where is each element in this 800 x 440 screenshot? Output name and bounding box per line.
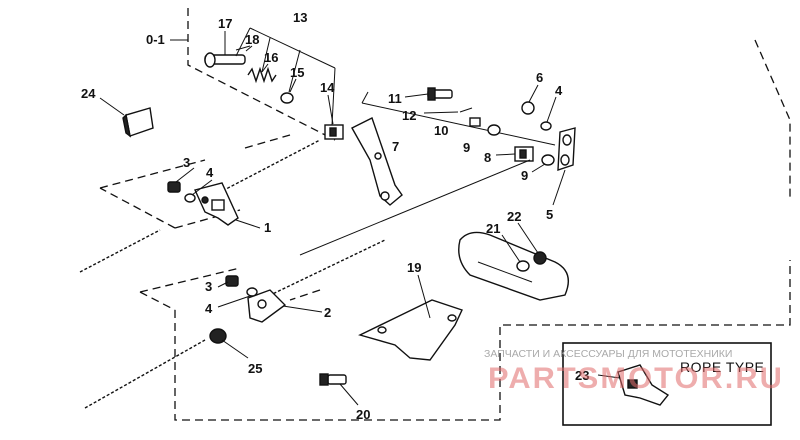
lever-7	[351, 117, 403, 206]
bolt-3a	[167, 181, 181, 193]
washer-9b	[541, 154, 555, 166]
spring-16	[247, 66, 277, 84]
washer-4b	[246, 287, 258, 297]
callout-18: 18	[245, 32, 259, 47]
callout-15: 15	[290, 65, 304, 80]
callout-24: 24	[81, 86, 96, 101]
washer-21	[516, 260, 530, 272]
callout-16: 16	[264, 50, 278, 65]
leader-lines	[99, 31, 621, 406]
bracket-13	[249, 27, 336, 69]
clamp-25	[209, 328, 227, 344]
callout-22: 22	[507, 209, 521, 224]
bracket-19	[358, 299, 463, 361]
pin-17	[204, 52, 246, 68]
watermark-brand: PARTSMOTOR.RU	[488, 362, 784, 395]
cable-end-8	[514, 146, 534, 162]
cable-end-14	[324, 124, 344, 140]
nut-6	[521, 101, 535, 115]
callout-14: 14	[320, 80, 335, 95]
callout-25: 25	[248, 361, 262, 376]
callout-3a: 3	[183, 155, 190, 170]
callout-2: 2	[324, 305, 331, 320]
callout-4a: 4	[206, 165, 214, 180]
bolt-20	[319, 373, 347, 386]
callout-23: 23	[575, 368, 589, 383]
callout-10: 10	[434, 123, 448, 138]
callout-0-1: 0-1	[146, 32, 165, 47]
cable-upper	[79, 139, 321, 273]
washer-4a	[184, 193, 196, 203]
bracket-1	[194, 182, 239, 226]
rope-bracket-23	[617, 364, 670, 406]
callout-17: 17	[218, 16, 232, 31]
callout-12: 12	[402, 108, 416, 123]
callout-4c: 4	[555, 83, 563, 98]
callout-19: 19	[407, 260, 421, 275]
cable-lower	[84, 239, 386, 409]
callout-5: 5	[546, 207, 553, 222]
nut-22	[533, 251, 547, 265]
group-outline-bottom	[174, 260, 791, 421]
callout-21: 21	[486, 221, 500, 236]
bracket-2	[247, 289, 287, 323]
spacer-10	[469, 117, 481, 127]
callout-9a: 9	[463, 140, 470, 155]
callout-13: 13	[293, 10, 307, 25]
callout-7: 7	[392, 139, 399, 154]
bolt-3b	[225, 275, 239, 287]
grommet-24	[122, 107, 154, 138]
group-outline-cable-1	[99, 134, 291, 229]
cable-throttle	[299, 159, 531, 256]
callout-20: 20	[356, 407, 370, 422]
group-outline-upper	[170, 8, 336, 141]
cotter-pin-18	[235, 45, 251, 51]
link-5	[557, 127, 576, 171]
washer-4c	[540, 121, 552, 131]
inset-rope-type	[562, 342, 772, 426]
cotter-pin-12	[459, 107, 473, 113]
inset-title: ROPE TYPE	[680, 359, 764, 375]
callout-9b: 9	[521, 168, 528, 183]
washer-15	[280, 92, 294, 104]
callout-11: 11	[388, 91, 402, 106]
callouts: 0-1 17 18 13 16 15 14 24 11 12 10 7 9 6 …	[81, 10, 589, 422]
bolt-11	[427, 87, 453, 101]
callout-8: 8	[484, 150, 491, 165]
callout-6: 6	[536, 70, 543, 85]
watermark: ЗАПЧАСТИ И АКСЕССУАРЫ ДЛЯ МОТОТЕХНИКИ PA…	[484, 348, 784, 395]
watermark-caption: ЗАПЧАСТИ И АКСЕССУАРЫ ДЛЯ МОТОТЕХНИКИ	[484, 348, 732, 360]
group-outline-cable-2	[139, 267, 321, 311]
callout-1: 1	[264, 220, 271, 235]
callout-3b: 3	[205, 279, 212, 294]
callout-4b: 4	[205, 301, 213, 316]
group-outline-right	[754, 39, 791, 200]
washer-9	[487, 124, 501, 136]
frame-tube	[458, 231, 569, 301]
